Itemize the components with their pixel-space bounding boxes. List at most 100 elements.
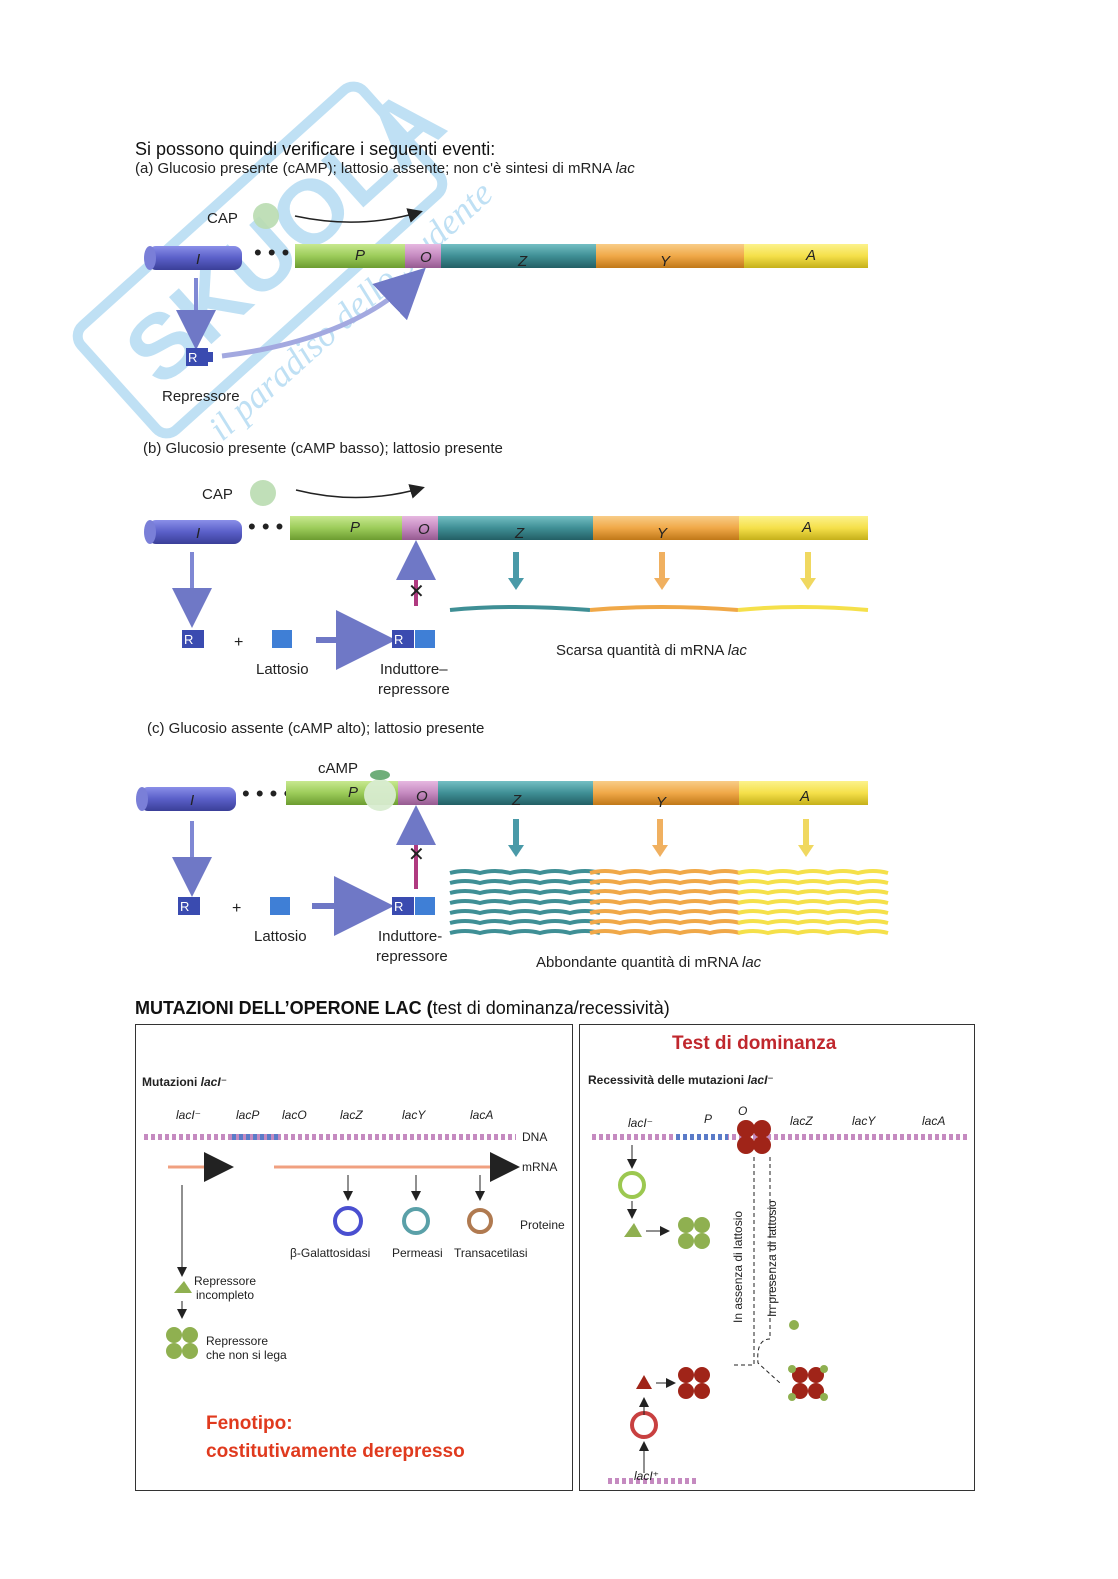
permease-icon: [402, 1207, 430, 1235]
mrna-strand: [737, 899, 889, 906]
svg-text:• • • •: • • • •: [248, 514, 297, 539]
svg-text:Z: Z: [511, 792, 522, 809]
svg-text:Proteine: Proteine: [520, 1218, 565, 1232]
mrna-strand: [449, 929, 601, 936]
svg-text:O: O: [416, 788, 428, 805]
svg-text:repressore: repressore: [378, 681, 450, 698]
gene-i-label: I: [196, 251, 200, 268]
svg-text:A: A: [801, 519, 812, 536]
cap-camp-complex: [364, 779, 396, 811]
mrna-strand: [449, 919, 601, 926]
svg-text:Z: Z: [514, 525, 525, 542]
svg-text:lacP: lacP: [236, 1108, 259, 1122]
camp-molecule: [370, 770, 390, 780]
cap-protein-a: [253, 203, 279, 229]
svg-text:P: P: [704, 1112, 712, 1126]
diagram-b: I • • • • P O Z Y A CAP ✕ R + R Lattosio…: [144, 480, 869, 698]
caption-b: (b) Glucosio presente (cAMP basso); latt…: [143, 440, 503, 457]
svg-text:Lattosio: Lattosio: [254, 928, 307, 945]
svg-text:+: +: [234, 634, 243, 651]
svg-text:Transacetilasi: Transacetilasi: [454, 1246, 528, 1260]
mrna-strand: [589, 899, 741, 906]
svg-text:lacY: lacY: [852, 1114, 876, 1128]
mrna-strand: [737, 879, 889, 886]
gene-p-label: P: [355, 247, 365, 264]
nonbinding-repressor-icon: [166, 1327, 198, 1359]
transacetylase-icon: [467, 1208, 493, 1234]
svg-text:lacI⁻: lacI⁻: [628, 1116, 653, 1130]
right-panel-header: Test di dominanza: [672, 1033, 837, 1054]
svg-text:Permeasi: Permeasi: [392, 1246, 443, 1260]
gene-o-label: O: [420, 249, 432, 266]
gene-i-block: [148, 246, 242, 270]
mrna-strand: [589, 919, 741, 926]
repressor-binding-arrow: [221, 267, 426, 359]
mrna-strand: [589, 889, 741, 896]
svg-text:+: +: [232, 900, 241, 917]
right-panel: Test di dominanza Recessività delle muta…: [579, 1024, 975, 1491]
gene-z-label: Z: [517, 253, 528, 270]
gene-z-block: [441, 244, 596, 268]
svg-text:✕: ✕: [408, 581, 425, 603]
mrna-strand: [737, 929, 889, 936]
svg-text:CAP: CAP: [202, 486, 233, 503]
presence-path: [757, 1157, 781, 1384]
svg-text:• • • •: • • • •: [242, 781, 291, 806]
wild-repressor-monomer-icon: [636, 1375, 652, 1389]
abundant-mrna: [449, 869, 889, 936]
low-mrna-label: Scarsa quantità di mRNA lac: [556, 642, 747, 659]
svg-text:R: R: [394, 632, 403, 647]
repressor-a: [186, 348, 208, 366]
svg-text:I: I: [190, 792, 194, 809]
svg-text:P: P: [350, 519, 360, 536]
svg-text:Induttore–: Induttore–: [380, 661, 448, 678]
svg-text:Y: Y: [657, 525, 668, 542]
mrna-strand: [737, 889, 889, 896]
mrna-strand: [737, 919, 889, 926]
svg-text:mRNA: mRNA: [522, 1160, 557, 1174]
gene-y-label: Y: [660, 253, 671, 270]
mrna-strand: [449, 879, 601, 886]
transcription-arrow-a: [294, 208, 423, 223]
diagram-a: I • • • • P O Z Y A CAP R Repressore: [144, 203, 868, 405]
mrna-strand: [449, 889, 601, 896]
phenotype-line2: costitutivamente derepresso: [206, 1441, 465, 1462]
right-panel-title: Recessività delle mutazioni lacI⁻: [588, 1073, 774, 1087]
cap-label-a: CAP: [207, 210, 238, 227]
repressore-label: Repressore: [162, 388, 240, 405]
incomplete-repressor-right-icon: [624, 1223, 642, 1237]
svg-text:lacA: lacA: [922, 1114, 945, 1128]
mrna-strand: [737, 869, 889, 876]
mrna-strand: [449, 869, 601, 876]
svg-text:R: R: [188, 350, 197, 365]
left-panel-title: Mutazioni lacI⁻: [142, 1075, 228, 1089]
section-heading: MUTAZIONI DELL’OPERONE LAC (test di domi…: [135, 998, 670, 1018]
gene-o-block: [405, 244, 441, 268]
wild-repressor-chain-icon: [630, 1411, 658, 1439]
svg-text:Repressore: Repressore: [194, 1274, 256, 1288]
gene-p-block: [295, 244, 405, 268]
nonbinding-repressor-right-icon: [678, 1217, 710, 1249]
incomplete-repressor-icon: [174, 1281, 192, 1293]
svg-text:che non si lega: che non si lega: [206, 1348, 287, 1362]
inducer-b: [272, 630, 292, 648]
svg-text:incompleto: incompleto: [196, 1288, 254, 1302]
svg-text:R: R: [184, 632, 193, 647]
svg-text:Lattosio: Lattosio: [256, 661, 309, 678]
diagram-c: I • • • • P O Z Y A cAMP ✕ R + R Lattosi…: [136, 760, 889, 971]
svg-text:O: O: [738, 1104, 747, 1118]
svg-text:✕: ✕: [408, 844, 425, 866]
caption-a: (a) Glucosio presente (cAMP); lattosio a…: [135, 160, 635, 177]
svg-text:cAMP: cAMP: [318, 760, 358, 777]
mrna-strand: [449, 899, 601, 906]
mrna-strand: [449, 909, 601, 916]
mrna-strand: [589, 929, 741, 936]
svg-text:A: A: [799, 788, 810, 805]
svg-text:lacZ: lacZ: [790, 1114, 813, 1128]
svg-text:lacA: lacA: [470, 1108, 493, 1122]
svg-text:R: R: [394, 899, 403, 914]
svg-text:R: R: [180, 899, 189, 914]
svg-text:lacI⁻: lacI⁻: [176, 1108, 201, 1122]
gene-y-block: [596, 244, 744, 268]
mrna-strand: [737, 909, 889, 916]
